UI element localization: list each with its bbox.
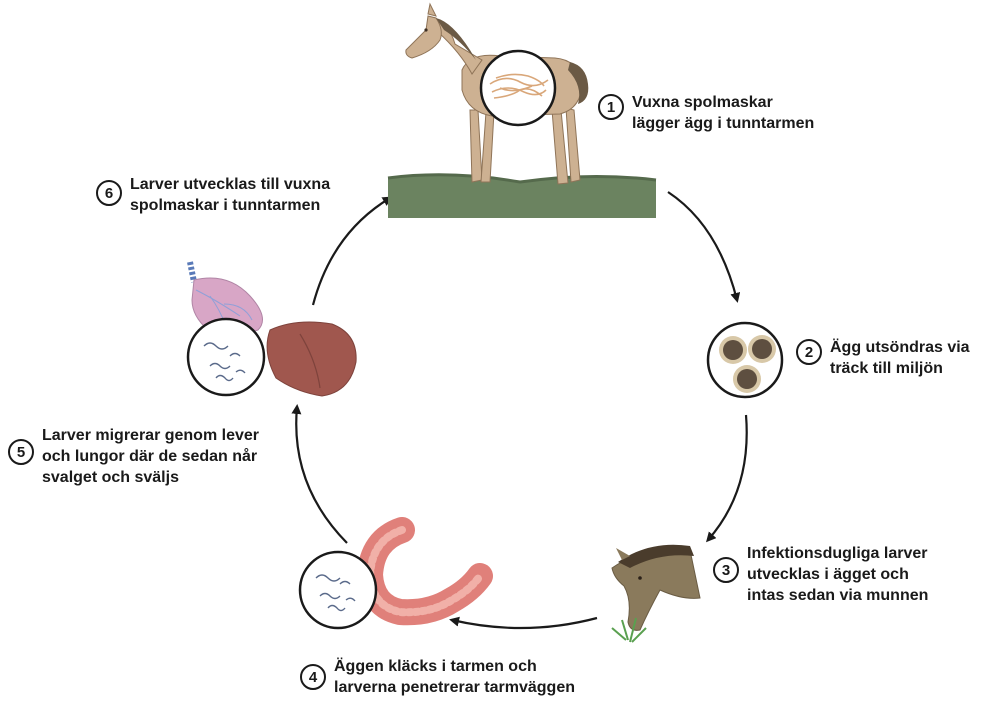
step-label: Vuxna spolmaskar lägger ägg i tunntarmen — [632, 92, 814, 134]
step-1: 1 Vuxna spolmaskar lägger ägg i tunntarm… — [598, 92, 814, 134]
step-number: 2 — [796, 339, 822, 365]
step-number: 1 — [598, 94, 624, 120]
liver-icon — [267, 322, 356, 396]
step-number: 5 — [8, 439, 34, 465]
step-5: 5 Larver migrerar genom lever och lungor… — [8, 425, 259, 488]
larvae-magnifier-icon — [300, 552, 376, 628]
grazing-horse-icon — [612, 545, 700, 642]
step-3: 3 Infektionsdugliga larver utvecklas i ä… — [713, 543, 928, 606]
step-label: Äggen kläcks i tarmen och larverna penet… — [334, 656, 575, 698]
step-label: Larver utvecklas till vuxna spolmaskar i… — [130, 174, 330, 216]
step-6: 6 Larver utvecklas till vuxna spolmaskar… — [96, 174, 330, 216]
arrow-4-to-5 — [296, 407, 347, 543]
egg-icon — [708, 323, 782, 397]
step-label: Infektionsdugliga larver utvecklas i ägg… — [747, 543, 928, 606]
arrow-2-to-3 — [708, 415, 747, 540]
step-4: 4 Äggen kläcks i tarmen och larverna pen… — [300, 656, 575, 698]
larvae-magnifier-icon — [188, 319, 264, 395]
step-number: 6 — [96, 180, 122, 206]
intestine-icon — [370, 530, 480, 612]
step-label: Larver migrerar genom lever och lungor d… — [42, 425, 259, 488]
step-number: 3 — [713, 557, 739, 583]
arrow-3-to-4 — [452, 618, 597, 628]
step-number: 4 — [300, 664, 326, 690]
step-2: 2 Ägg utsöndras via träck till miljön — [796, 337, 970, 379]
step-label: Ägg utsöndras via träck till miljön — [830, 337, 970, 379]
arrow-1-to-2 — [668, 192, 737, 300]
